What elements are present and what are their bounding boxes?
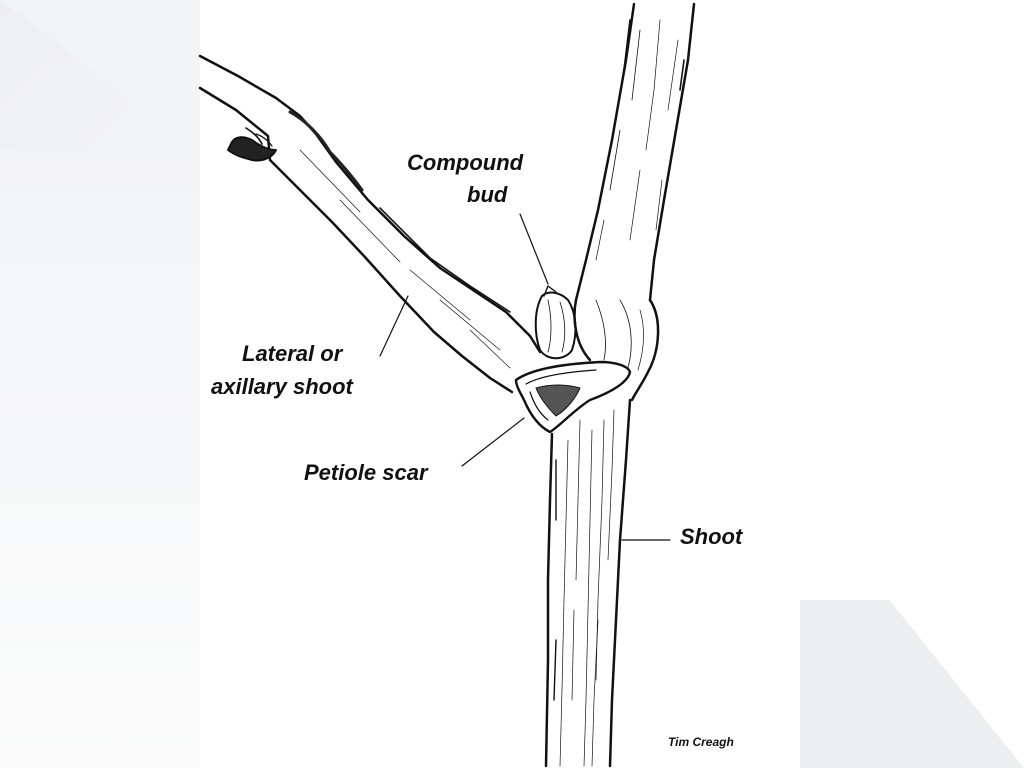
label-shoot: Shoot (680, 524, 743, 549)
node-swelling (573, 298, 660, 402)
leader-compound-bud (519, 213, 549, 285)
label-lateral-line1: Lateral or (242, 341, 343, 366)
label-compound-bud-line1: Compound (407, 150, 524, 175)
main-shoot-upper (574, 2, 696, 302)
leader-lines (379, 213, 671, 541)
main-shoot-lower (544, 398, 632, 768)
artist-credit: Tim Creagh (668, 735, 734, 749)
petiole-scar (514, 360, 632, 434)
lateral-shoot (198, 54, 542, 394)
label-compound-bud-line2: bud (467, 182, 508, 207)
leader-lateral-shoot (379, 295, 409, 357)
leader-petiole-scar (461, 417, 525, 467)
label-petiole-scar: Petiole scar (304, 460, 428, 485)
label-lateral-line2: axillary shoot (211, 374, 353, 399)
compound-bud (534, 285, 577, 360)
